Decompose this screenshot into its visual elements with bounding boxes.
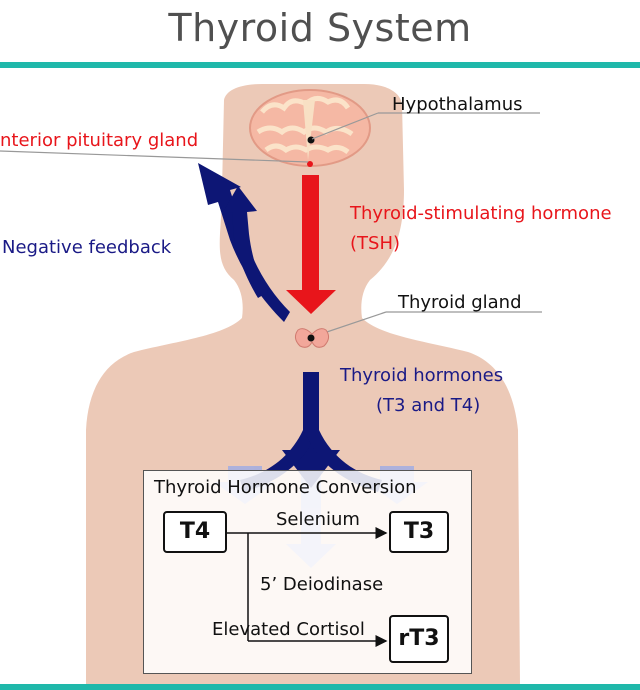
- pituitary-dot-icon: [307, 161, 313, 167]
- cortisol-label: Elevated Cortisol: [212, 619, 365, 640]
- conversion-heading: Thyroid Hormone Conversion: [154, 477, 417, 498]
- deiodinase-label: 5’ Deiodinase: [260, 574, 384, 595]
- negative-feedback-arrows-icon: [198, 163, 290, 322]
- bottom-accent-bar: [0, 684, 640, 690]
- thyroid-dot-icon: [307, 334, 315, 342]
- page-title: Thyroid System: [168, 6, 472, 50]
- pituitary-label: nterior pituitary gland: [0, 130, 199, 151]
- thyroid-gland-label: Thyroid gland: [398, 292, 522, 313]
- selenium-label: Selenium: [276, 509, 360, 530]
- tsh-label: Thyroid-stimulating hormone: [350, 203, 612, 224]
- tsh-arrow-icon: [286, 175, 336, 314]
- hypothalamus-leader-line: [311, 112, 379, 140]
- brain-icon: [249, 89, 371, 167]
- t4-box: T4: [163, 511, 227, 553]
- t3-box: T3: [389, 511, 449, 553]
- thyroid-hormones-label: Thyroid hormones: [340, 365, 504, 386]
- rt3-box: rT3: [389, 615, 449, 663]
- thyroid-hormones-types-label: (T3 and T4): [376, 395, 481, 416]
- tsh-abbrev-label: (TSH): [350, 233, 401, 254]
- title-underline-bar: [0, 62, 640, 68]
- hypothalamus-label: Hypothalamus: [392, 94, 523, 115]
- negative-feedback-label: Negative feedback: [2, 237, 172, 258]
- pituitary-leader-line: [0, 150, 309, 163]
